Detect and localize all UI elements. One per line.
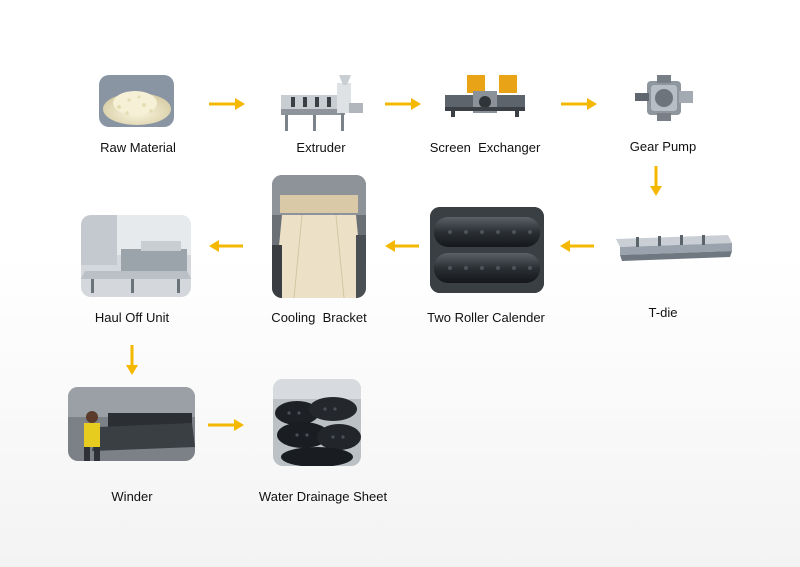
arrow-right-icon <box>209 98 245 110</box>
arrow-right-icon <box>208 419 244 431</box>
step-label-water-drainage-sheet: Water Drainage Sheet <box>258 489 388 504</box>
arrow-left-icon <box>209 240 243 252</box>
step-label-haul-off-unit: Haul Off Unit <box>94 310 170 325</box>
arrow-down-icon <box>650 166 662 196</box>
arrow-left-icon <box>560 240 594 252</box>
raw-material-photo <box>99 75 174 127</box>
arrow-right-icon <box>385 98 421 110</box>
step-label-screen-exchanger: Screen Exchanger <box>429 140 541 155</box>
step-label-winder: Winder <box>111 489 153 504</box>
step-label-gear-pump: Gear Pump <box>629 139 697 154</box>
extruder-photo <box>277 73 365 135</box>
cooling-bracket-photo <box>272 175 366 298</box>
step-label-cooling-bracket: Cooling Bracket <box>271 310 367 325</box>
step-label-raw-material: Raw Material <box>100 140 176 155</box>
screen-exchanger-photo <box>441 73 529 117</box>
step-label-t-die: T-die <box>648 305 678 320</box>
water-drainage-sheet-photo <box>273 379 361 466</box>
winder-photo <box>68 387 195 461</box>
haul-off-unit-photo <box>81 215 191 297</box>
step-label-two-roller-calender: Two Roller Calender <box>427 310 545 325</box>
arrow-down-icon <box>126 345 138 375</box>
arrow-left-icon <box>385 240 419 252</box>
t-die-photo <box>606 229 738 265</box>
arrow-right-icon <box>561 98 597 110</box>
two-roller-calender-photo <box>430 207 544 293</box>
step-label-extruder: Extruder <box>296 140 346 155</box>
gear-pump-photo <box>633 73 697 123</box>
